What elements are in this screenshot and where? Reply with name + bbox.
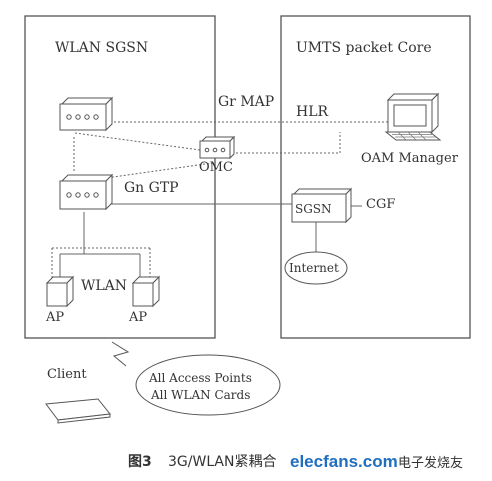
internet-label: Internet <box>289 261 339 275</box>
gn-gtp-label: Gn GTP <box>124 180 179 196</box>
omc-label: OMC <box>199 160 233 175</box>
workstation-icon <box>384 92 442 141</box>
wireless-link-icon <box>111 341 130 367</box>
figure-number: 图3 <box>128 454 152 470</box>
umts-core-panel <box>280 15 471 339</box>
router-gtp-icon <box>59 173 114 211</box>
internet-cloud <box>284 251 348 285</box>
umts-core-title: UMTS packet Core <box>296 40 432 56</box>
cards-ellipse <box>135 354 281 416</box>
figure-caption: 3G/WLAN紧耦合 <box>168 454 277 470</box>
laptop-icon <box>45 398 111 424</box>
solid-links <box>59 203 362 282</box>
watermark-cn: 电子发烧友 <box>398 455 463 471</box>
ap-right-icon <box>131 275 161 308</box>
omc-device-icon <box>199 135 236 160</box>
ap-right-label: AP <box>128 310 147 325</box>
oam-manager-label: OAM Manager <box>361 151 459 166</box>
wlan-label: WLAN <box>81 278 127 294</box>
hlr-label: HLR <box>296 104 329 120</box>
link-router-omc <box>74 132 201 151</box>
all-wlan-cards-label: All WLAN Cards <box>150 388 250 402</box>
sgsn-node <box>291 187 353 224</box>
client-label: Client <box>47 367 87 382</box>
cgf-label: CGF <box>366 197 395 212</box>
watermark-logo: elecfans.com <box>290 452 398 471</box>
ap-left-icon <box>45 275 75 308</box>
router-top-icon <box>59 96 114 132</box>
gr-map-label: Gr MAP <box>218 94 274 110</box>
wlan-sgsn-title: WLAN SGSN <box>55 40 148 56</box>
sgsn-label: SGSN <box>295 202 332 216</box>
ap-left-label: AP <box>45 310 64 325</box>
all-access-points-label: All Access Points <box>148 371 252 385</box>
wlan-sgsn-panel <box>24 15 216 339</box>
